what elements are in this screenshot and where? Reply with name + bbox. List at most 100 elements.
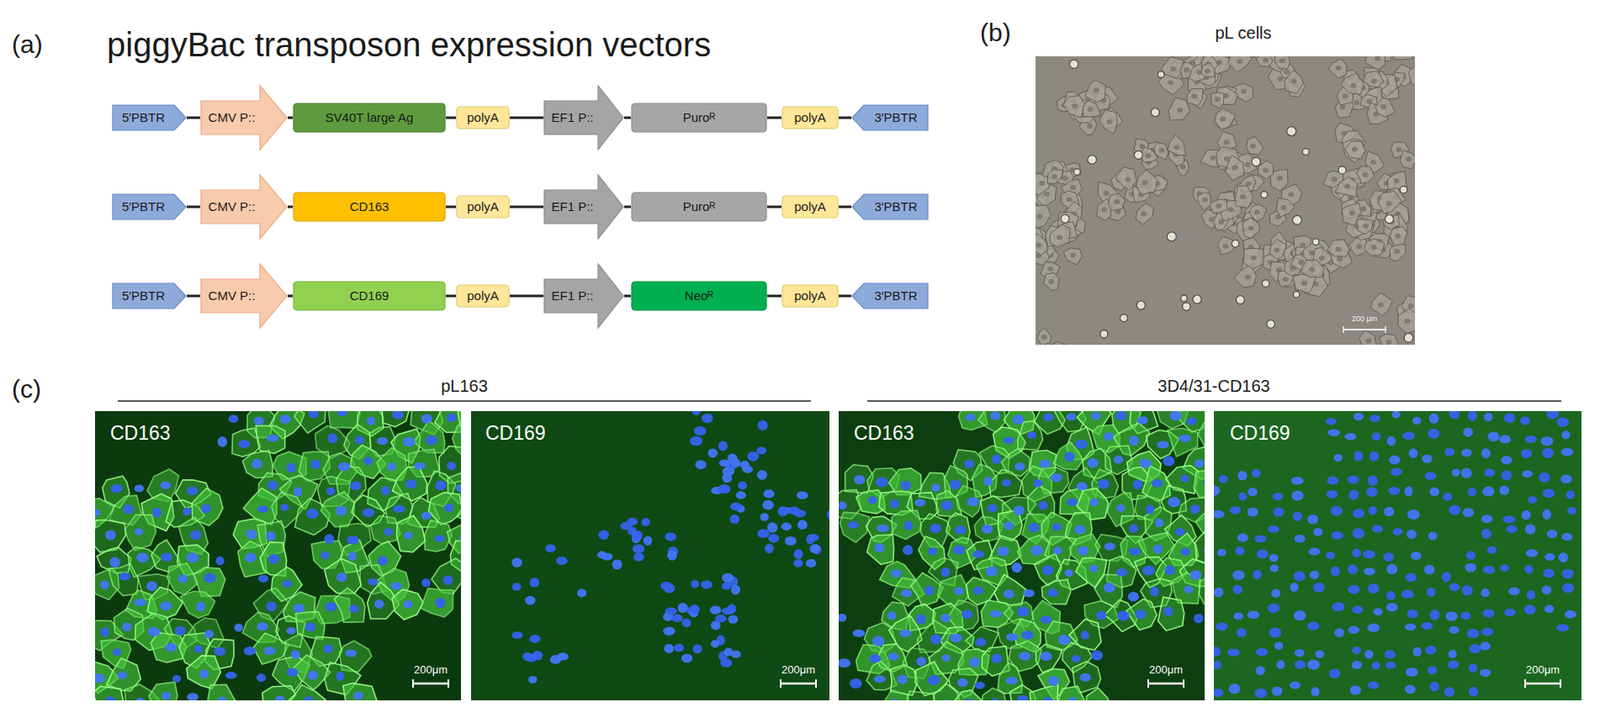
rounded-cell: [1260, 191, 1268, 199]
adherent-cell: [1135, 203, 1154, 226]
blue-nucleus: [1229, 683, 1241, 695]
blue-nucleus: [265, 531, 276, 542]
element-label: 3′PBTR: [874, 110, 917, 125]
blue-nucleus: [367, 578, 378, 586]
blue-nucleus: [1541, 586, 1553, 595]
blue-nucleus: [1058, 635, 1071, 646]
adherent-cell: [1328, 58, 1347, 79]
cell-nucleus: [1371, 244, 1378, 250]
connector-line: [767, 206, 782, 209]
polya-box: polyA: [781, 195, 839, 219]
blue-nucleus: [930, 634, 942, 645]
blue-nucleus: [788, 506, 801, 515]
cell-nucleus: [1393, 178, 1400, 184]
arrow-outline: [201, 85, 287, 150]
connector-line: [624, 116, 631, 120]
blue-nucleus: [1344, 433, 1357, 441]
blue-nucleus: [736, 491, 747, 499]
blue-nucleus: [305, 623, 317, 632]
blue-nucleus: [1421, 622, 1434, 631]
blue-nucleus: [1388, 455, 1400, 466]
stain-label: CD163: [853, 422, 915, 445]
connector-line: [287, 295, 293, 298]
blue-nucleus: [376, 437, 388, 446]
blue-nucleus: [1445, 611, 1458, 621]
blue-nucleus: [692, 644, 702, 654]
blue-nucleus: [1325, 418, 1337, 425]
cell-nucleus: [1103, 190, 1110, 197]
blue-nucleus: [1461, 449, 1472, 458]
blue-nucleus: [374, 599, 384, 610]
blue-nucleus: [1269, 554, 1279, 562]
blue-nucleus: [1366, 623, 1380, 632]
blue-nucleus: [1247, 508, 1259, 518]
blue-nucleus: [1021, 630, 1034, 641]
blue-nucleus: [1247, 487, 1258, 497]
cell-nucleus: [1245, 275, 1251, 281]
blue-nucleus: [1238, 492, 1247, 502]
gene-box: SV40T large Ag: [292, 102, 446, 133]
cell-nucleus: [1066, 196, 1073, 202]
connector-line: [624, 295, 631, 298]
blue-nucleus: [1502, 516, 1516, 525]
cell-nucleus: [1405, 156, 1412, 162]
blue-nucleus: [1113, 455, 1124, 465]
blue-nucleus: [112, 648, 122, 657]
blue-nucleus: [1390, 468, 1403, 477]
blue-nucleus: [875, 477, 889, 488]
polya-box: polyA: [455, 105, 510, 130]
blue-nucleus: [784, 536, 797, 546]
blue-nucleus: [245, 529, 257, 541]
blue-nucleus: [700, 580, 713, 589]
blue-nucleus: [1405, 667, 1419, 678]
cell-nucleus: [1204, 68, 1211, 74]
blue-nucleus: [178, 574, 189, 583]
scale-bar-tick: [1147, 679, 1150, 689]
blue-nucleus: [320, 551, 329, 561]
arrow-outline: [544, 264, 624, 329]
blue-nucleus: [1406, 529, 1417, 540]
connector-line: [838, 206, 852, 209]
blue-nucleus: [1351, 528, 1365, 539]
green-cell: [1035, 644, 1062, 673]
blue-nucleus: [238, 439, 250, 449]
nuclei: [95, 411, 461, 701]
blue-nucleus: [1066, 498, 1079, 507]
scale-text: 200μm: [781, 664, 816, 678]
adherent-cell: [1364, 238, 1385, 257]
blue-nucleus: [186, 552, 200, 563]
cell-nucleus: [1281, 205, 1288, 211]
blue-nucleus: [251, 459, 263, 470]
cell-nucleus: [1210, 155, 1217, 161]
blue-nucleus: [1014, 462, 1025, 472]
rounded-cell: [1312, 238, 1320, 246]
blue-nucleus: [345, 649, 357, 657]
blue-nucleus: [900, 589, 913, 598]
blue-nucleus: [1039, 460, 1051, 469]
blue-nucleus: [1137, 416, 1149, 425]
blue-nucleus: [690, 580, 700, 589]
nuclei: [838, 411, 1205, 701]
blue-nucleus: [1097, 479, 1110, 490]
blue-nucleus: [354, 436, 366, 446]
blue-nucleus: [1003, 589, 1015, 599]
blue-nucleus: [1481, 628, 1494, 636]
rounded-cell: [1120, 314, 1129, 323]
blue-nucleus: [286, 462, 297, 473]
cell-nucleus: [1331, 176, 1338, 182]
blue-nucleus: [1525, 549, 1539, 557]
cell-nucleus: [1351, 146, 1358, 152]
blue-nucleus: [1022, 589, 1035, 599]
blue-nucleus: [807, 534, 820, 542]
adherent-cell: [1035, 205, 1051, 229]
blue-nucleus: [793, 549, 803, 560]
blue-nucleus: [1162, 455, 1175, 467]
element-label: CMV P::: [208, 110, 256, 125]
blue-nucleus: [1229, 506, 1241, 514]
blue-nucleus: [1272, 508, 1284, 518]
blue-nucleus: [1469, 644, 1482, 654]
blue-nucleus: [1425, 471, 1437, 481]
cell-nucleus: [1141, 180, 1148, 186]
blue-nucleus: [643, 536, 653, 546]
blue-nucleus: [1079, 673, 1091, 683]
